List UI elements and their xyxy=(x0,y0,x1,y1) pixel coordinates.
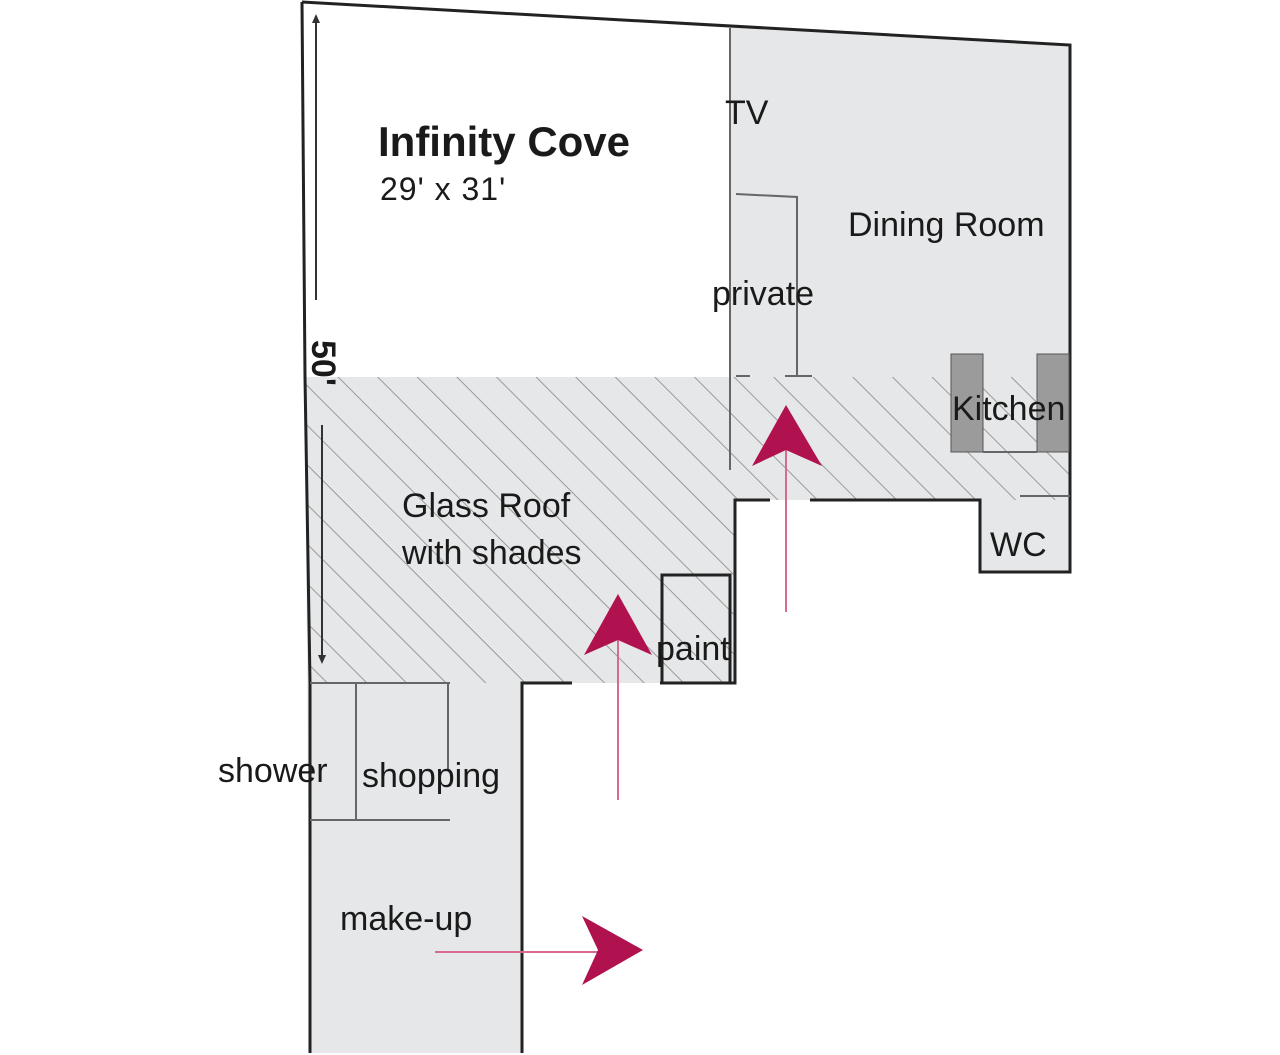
infinity-cove-area xyxy=(302,2,730,377)
arrow-right-icon xyxy=(435,916,643,985)
dining-room-label: Dining Room xyxy=(848,206,1045,244)
infinity-cove-dimensions: 29' x 31' xyxy=(380,171,506,207)
wc-room xyxy=(978,500,1070,574)
infinity-cove-title: Infinity Cove xyxy=(378,118,630,165)
shopping-label: shopping xyxy=(362,757,500,795)
make-up-label: make-up xyxy=(340,900,472,938)
arrow-up-icon xyxy=(752,405,822,612)
glass-roof-label-line1: Glass Roof xyxy=(402,487,571,525)
glass-roof-label-line2: with shades xyxy=(401,534,582,572)
wc-label: WC xyxy=(990,526,1047,564)
kitchen-label: Kitchen xyxy=(952,390,1065,428)
arrow-up-icon xyxy=(584,594,652,800)
height-dimension-label: 50' xyxy=(304,340,342,386)
kitchen-counter-right xyxy=(1036,353,1070,453)
private-room-wall xyxy=(735,193,798,376)
paint-label: paint xyxy=(656,630,730,668)
paint-room xyxy=(660,573,732,685)
private-room-label: private xyxy=(712,275,814,313)
glass-roof-area xyxy=(305,377,1070,683)
shower-label: shower xyxy=(218,752,328,790)
kitchen-counter-left xyxy=(950,353,984,453)
tv-label: TV xyxy=(725,94,769,132)
